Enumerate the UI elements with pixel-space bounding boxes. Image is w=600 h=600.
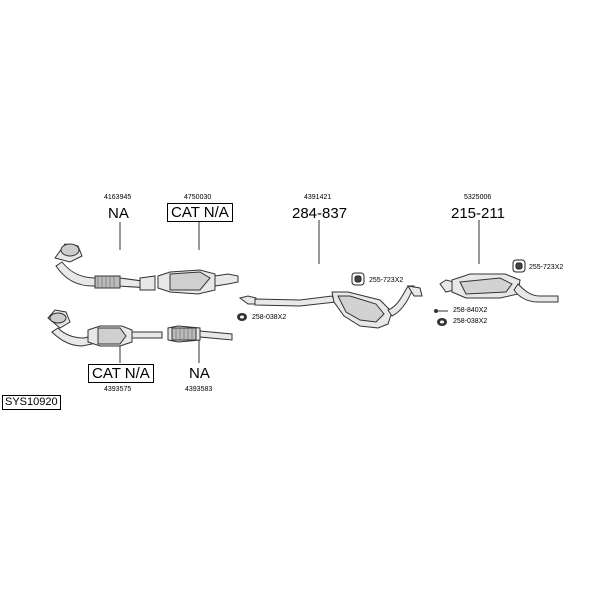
part-price-label: CAT N/A xyxy=(88,364,154,383)
part-price-label: CAT N/A xyxy=(167,203,233,222)
clamp-icon xyxy=(351,272,365,286)
fitting-label: 255-723X2 xyxy=(529,264,564,271)
part-number-label: 4750030 xyxy=(184,194,212,201)
fitting-label: 258-840X2 xyxy=(453,307,488,314)
fitting-label: 255-723X2 xyxy=(369,277,404,284)
front-pipe-4163945[interactable] xyxy=(54,243,156,291)
bolt-icon xyxy=(434,309,448,313)
clamp-icon xyxy=(512,259,526,273)
fitting-label: 258-038X2 xyxy=(453,318,488,325)
rear-silencer-5325006[interactable] xyxy=(439,273,559,303)
middle-silencer-4391421[interactable] xyxy=(238,285,423,329)
gasket-icon xyxy=(437,318,447,326)
part-price-label: NA xyxy=(189,365,210,382)
gasket-icon xyxy=(237,313,247,321)
part-price-label: NA xyxy=(108,205,129,222)
part-number-label: 5325006 xyxy=(464,194,492,201)
part-number-label: 4393583 xyxy=(185,386,213,393)
front-pipe-4393575[interactable] xyxy=(47,309,163,347)
part-number-label: 4163945 xyxy=(104,194,132,201)
system-id-label: SYS10920 xyxy=(2,395,61,410)
fitting-label: 258-038X2 xyxy=(252,314,287,321)
part-price-label: 215-211 xyxy=(451,205,505,222)
part-number-label: 4391421 xyxy=(304,194,332,201)
part-price-label: 284-837 xyxy=(292,205,348,222)
part-number-label: 4393575 xyxy=(104,386,132,393)
catalytic-converter-4750030[interactable] xyxy=(157,269,239,295)
flex-pipe-4393583[interactable] xyxy=(167,325,233,343)
